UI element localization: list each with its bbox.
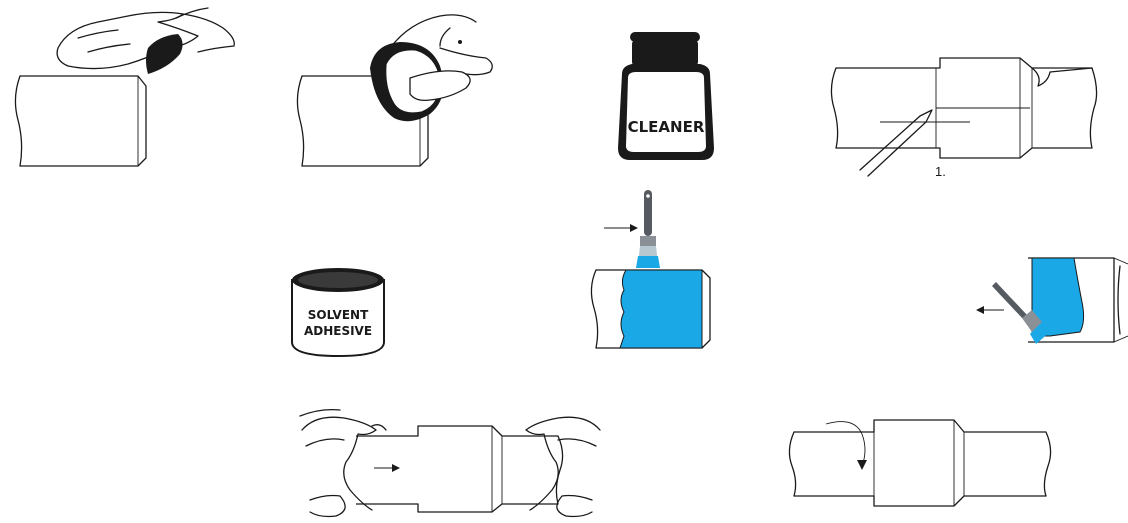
step-number: 1. [935,164,946,179]
assembly-illustration [299,408,601,518]
step-apply-adhesive-socket [970,252,1128,362]
cleaner-label: CLEANER [627,118,705,136]
step-abrade-pipe [290,8,510,168]
adhesive-label-line1: SOLVENT [307,308,369,322]
rotate-arrow-icon [825,421,867,470]
push-arrow-icon [604,224,638,232]
abrade-pipe-illustration [296,14,493,167]
hand-wipe-cloth-icon [56,7,235,74]
pipe-end [14,75,147,167]
paint-brush-icon [636,190,660,268]
push-arrow-icon [374,464,400,472]
twist-illustration [788,419,1052,507]
paint-brush-icon [992,282,1050,344]
cleaner-bottle-icon [618,32,714,160]
apply-adhesive-socket-illustration [976,257,1128,344]
coupling-pipe [830,57,1098,159]
marking-illustration [830,57,1098,177]
step-twist-joint [784,410,1054,510]
left-hand-icon [299,408,387,518]
adhesive-label-line2: ADHESIVE [303,324,373,338]
hand-abrasive-pad-icon [370,14,493,122]
step-adhesive-can: SOLVENT ADHESIVE [286,264,396,360]
step-wipe-pipe [8,7,248,168]
step-push-together [296,400,606,523]
right-hand-icon [525,416,601,518]
step-mark-insertion-depth: 1. [820,52,1110,192]
adhesive-can-icon [291,268,385,358]
pencil-icon [859,109,933,177]
apply-adhesive-pipe-illustration [590,190,711,349]
push-arrow-icon [976,306,1004,314]
wipe-pipe-illustration [14,7,235,167]
step-apply-adhesive-pipe [580,188,720,358]
step-cleaner-bottle: CLEANER [610,28,722,168]
